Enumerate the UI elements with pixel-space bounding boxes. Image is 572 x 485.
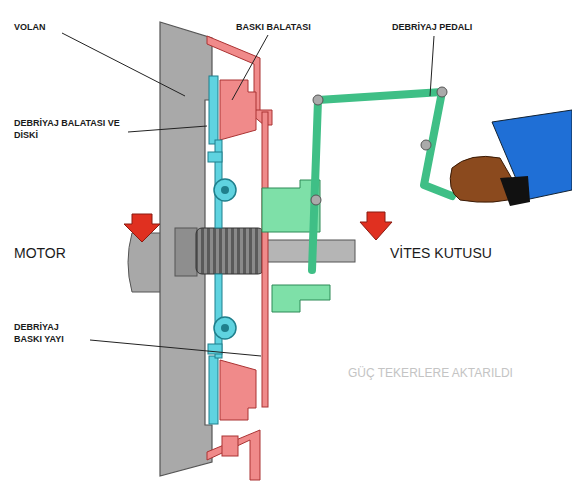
- gearbox-label: VİTES KUTUSU: [390, 244, 492, 262]
- diaphragm-spring-label: DEBRİYAJ BASKI YAYI: [14, 322, 88, 345]
- flywheel-label: VOLAN: [14, 22, 46, 34]
- status-note: GÜÇ TEKERLERE AKTARILDI: [348, 366, 513, 382]
- pressure-plate-label: BASKI BALATASI: [236, 22, 311, 34]
- pedal-label: DEBRİYAJ PEDALI: [392, 22, 472, 34]
- clutch-disc-label: DEBRİYAJ BALATASI VE DİSKİ: [14, 118, 128, 141]
- engine-label: MOTOR: [14, 244, 66, 262]
